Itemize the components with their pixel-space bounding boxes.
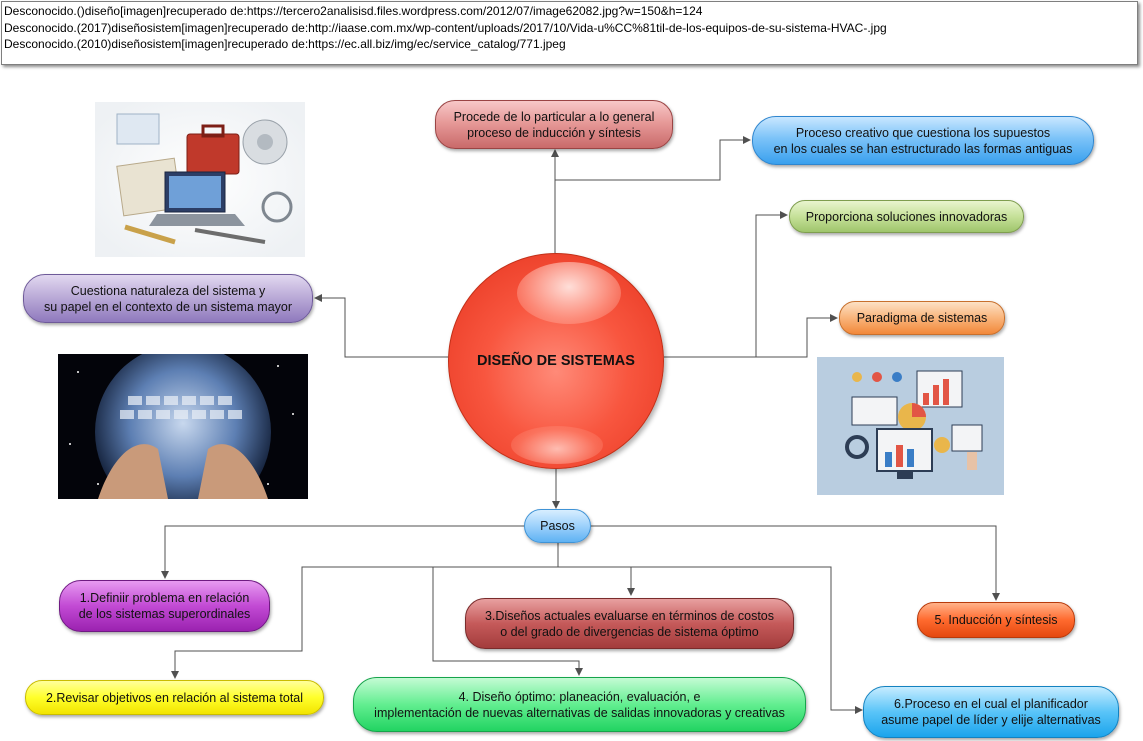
step-4-label: 4. Diseño óptimo: planeación, evaluación… xyxy=(374,689,785,720)
paradigma-label: Paradigma de sistemas xyxy=(856,311,988,325)
pasos-label: Pasos xyxy=(540,519,575,533)
soluciones-label: Proporciona soluciones innovadoras xyxy=(805,209,1008,224)
soluciones-node: Proporciona soluciones innovadoras xyxy=(789,200,1024,233)
step-6-node: 6.Proceso en el cual el planificador asu… xyxy=(863,686,1119,738)
step-1-node: 1.Definiir problema en relación de los s… xyxy=(59,580,270,632)
references-box: Desconocido.()diseño[imagen]recuperado d… xyxy=(1,1,1138,65)
step-4-node: 4. Diseño óptimo: planeación, evaluación… xyxy=(353,677,806,732)
step-5-label: 5. Inducción y síntesis xyxy=(934,613,1058,627)
connector-to-step3 xyxy=(558,566,635,596)
central-topic-label: DISEÑO DE SISTEMAS xyxy=(477,353,635,369)
office-tools-image xyxy=(95,102,305,257)
cuestiona-label: Cuestiona naturaleza del sistema y su pa… xyxy=(43,283,293,314)
connector-to-step1 xyxy=(161,525,524,579)
induccion-node: Procede de lo particular a lo general pr… xyxy=(435,100,673,149)
connector-to-paradigma xyxy=(756,314,838,358)
connector-to-step5 xyxy=(591,525,1000,601)
reference-line: Desconocido.()diseño[imagen]recuperado d… xyxy=(4,4,703,18)
pasos-node: Pasos xyxy=(524,509,591,543)
step-5-node: 5. Inducción y síntesis xyxy=(917,602,1075,638)
reference-line: Desconocido.(2017)diseñosistem[imagen]re… xyxy=(4,20,887,35)
induccion-node-label: Procede de lo particular a lo general pr… xyxy=(453,109,655,140)
step-2-node: 2.Revisar objetivos en relación al siste… xyxy=(25,680,324,715)
reference-line: Desconocido.(2010)diseñosistem[imagen]re… xyxy=(4,37,566,51)
step-6-label: 6.Proceso en el cual el planificador asu… xyxy=(881,697,1101,727)
connector-to-creativo xyxy=(555,136,751,181)
central-topic: DISEÑO DE SISTEMAS xyxy=(448,253,664,469)
connector-pasos-down xyxy=(171,543,559,679)
connector-to-soluciones xyxy=(664,211,788,358)
step-2-label: 2.Revisar objetivos en relación al siste… xyxy=(45,690,304,705)
step-3-label: 3.Diseños actuales evaluarse en términos… xyxy=(484,608,775,639)
cuestiona-node: Cuestiona naturaleza del sistema y su pa… xyxy=(23,274,313,323)
connector-to-cuestiona xyxy=(314,294,448,358)
proceso-creativo-label: Proceso creativo que cuestiona los supue… xyxy=(773,125,1073,156)
connector-to-step6 xyxy=(631,566,863,714)
paradigma-node: Paradigma de sistemas xyxy=(839,301,1005,335)
step-1-label: 1.Definiir problema en relación de los s… xyxy=(78,591,251,621)
analytics-dashboard-image xyxy=(817,357,1004,495)
keyboard-globe-image xyxy=(58,354,308,499)
proceso-creativo-node: Proceso creativo que cuestiona los supue… xyxy=(752,116,1094,165)
step-3-node: 3.Diseños actuales evaluarse en términos… xyxy=(465,598,794,649)
connector-to-step4 xyxy=(432,567,583,676)
